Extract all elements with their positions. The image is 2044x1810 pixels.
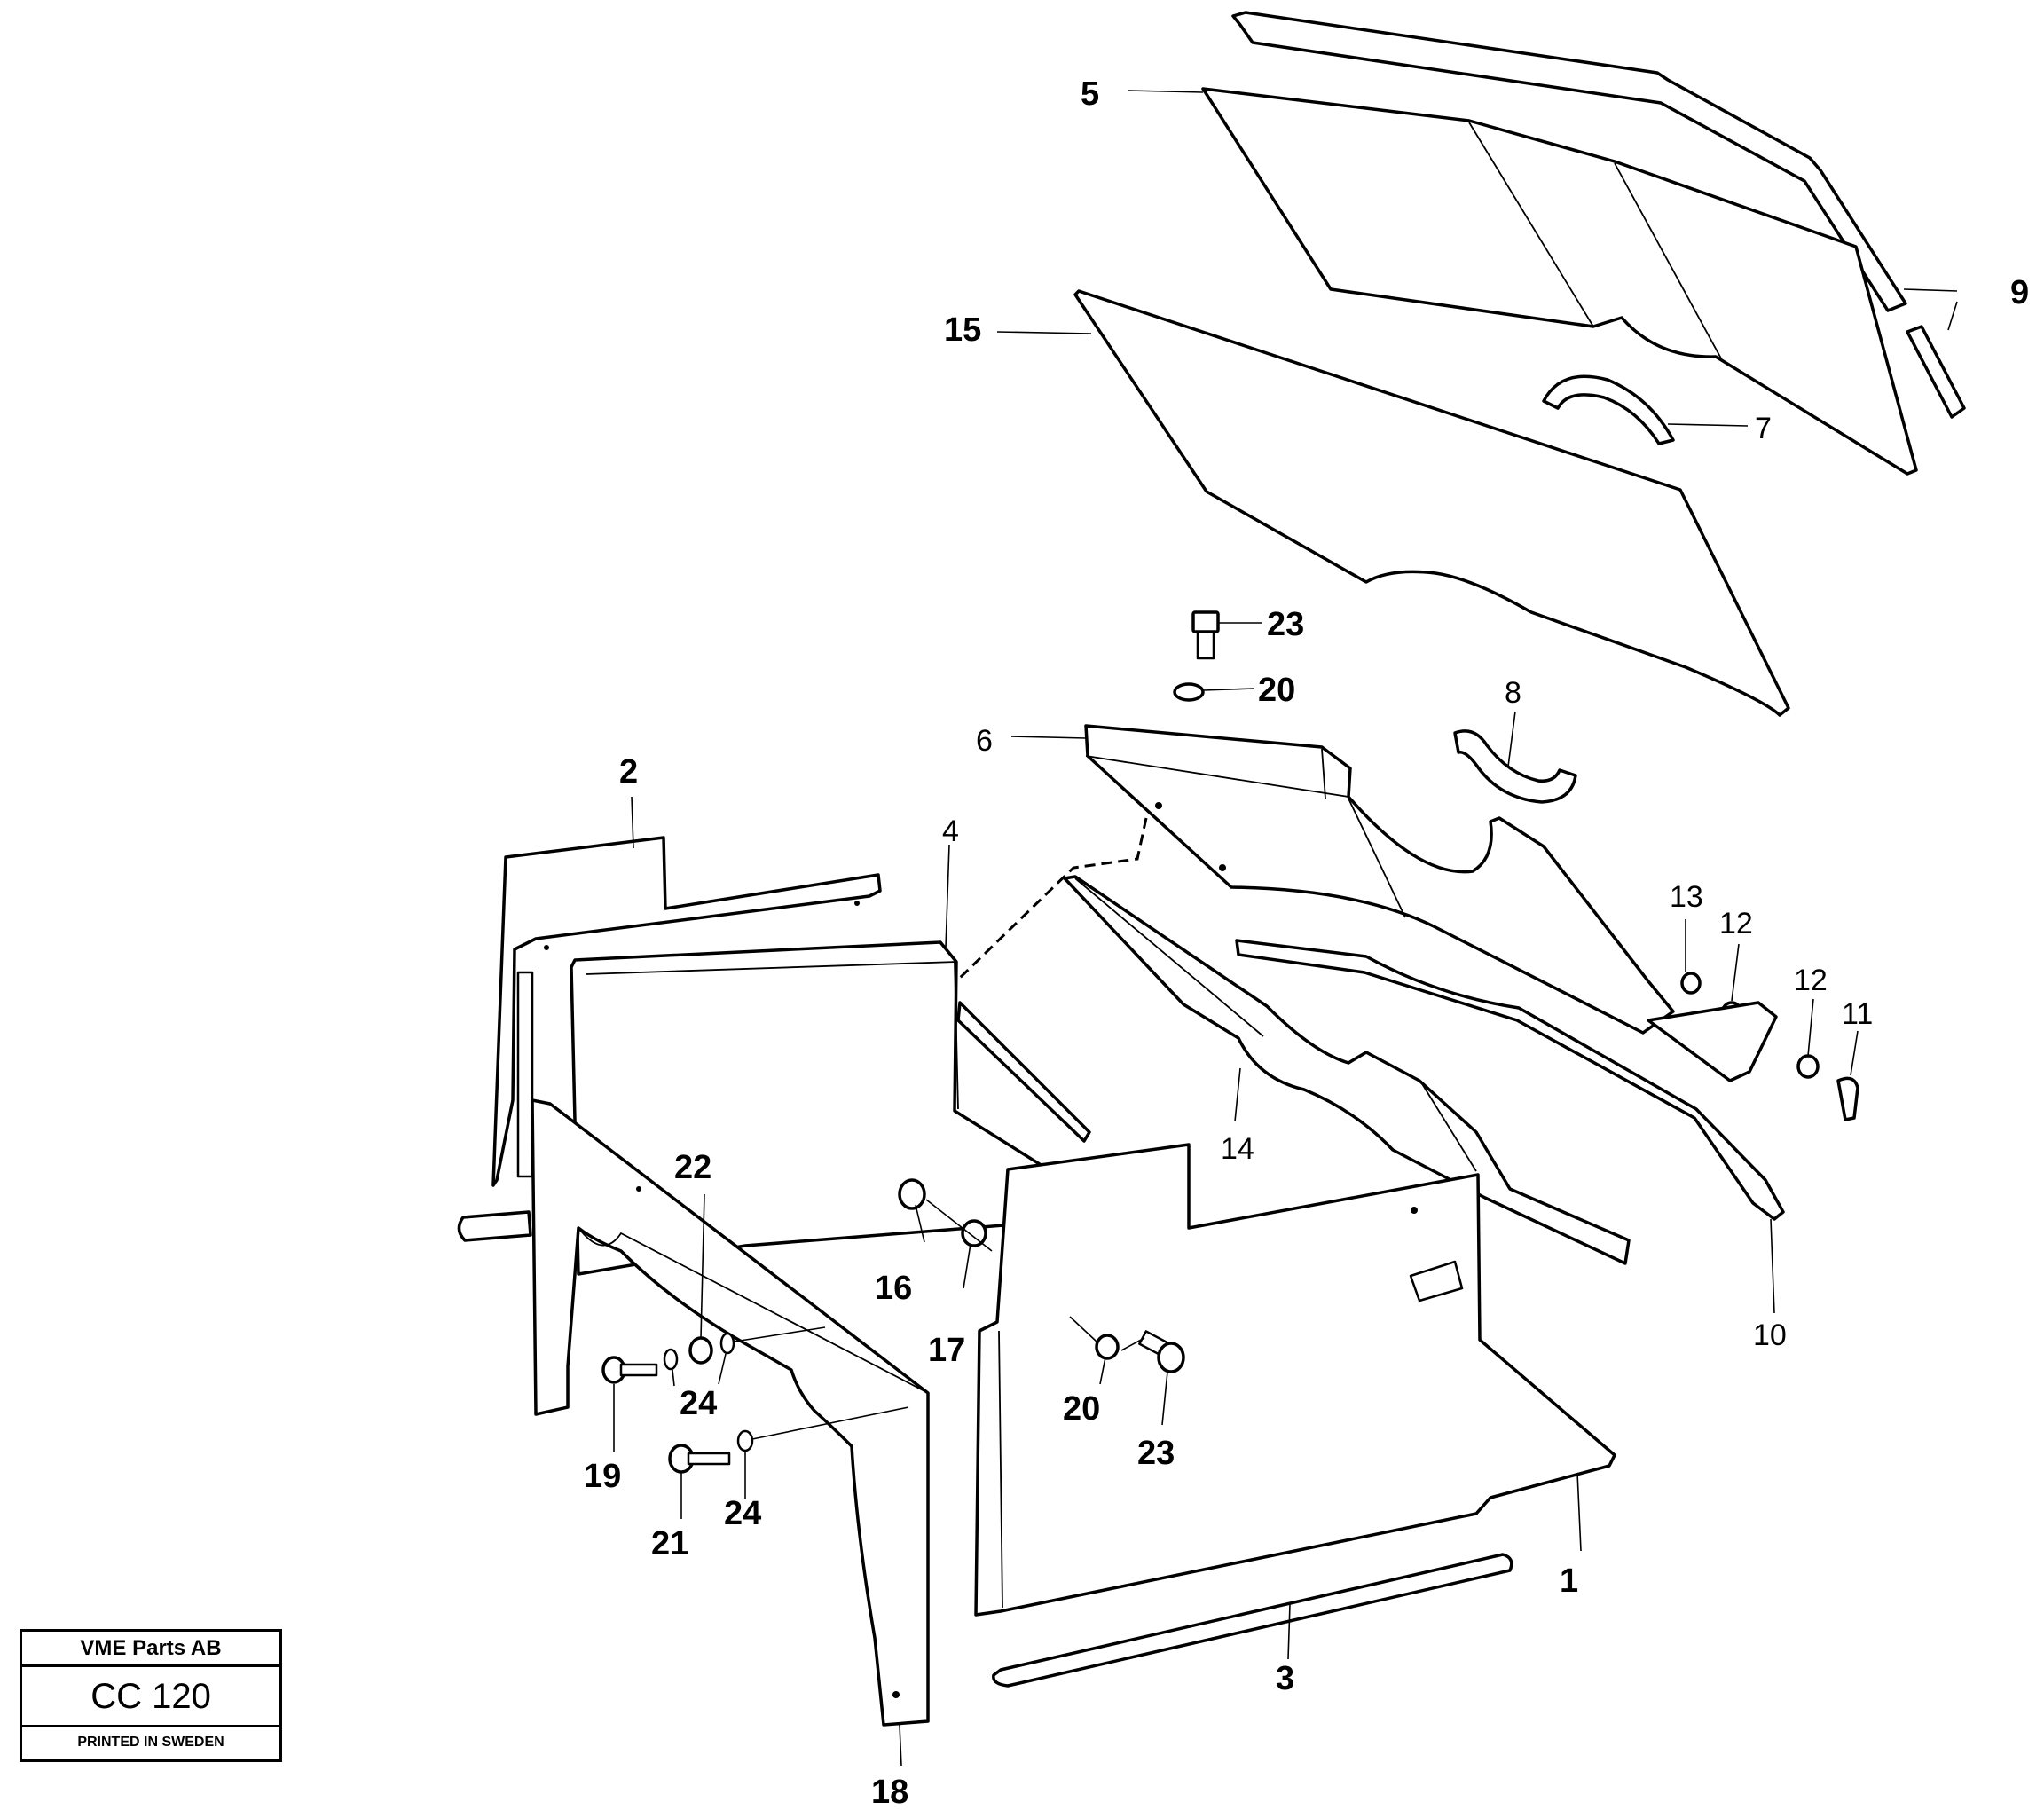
part-15-large-panel [1073, 289, 1790, 717]
callout-24-b: 24 [724, 1495, 761, 1532]
callout-22: 22 [674, 1149, 711, 1186]
part-24-washer-a [663, 1348, 679, 1371]
part-7-curved-strip [1542, 374, 1675, 445]
callout-10: 10 [1753, 1318, 1787, 1352]
part-23-bolt-bottom [1138, 1330, 1185, 1373]
callout-13: 13 [1670, 880, 1703, 914]
stamp-company-name: VME Parts AB [22, 1632, 279, 1667]
callout-20-top: 20 [1258, 672, 1295, 709]
part-10-long-strip [1235, 939, 1785, 1221]
part-20-washer-top [1173, 682, 1205, 702]
callout-18: 18 [871, 1774, 908, 1810]
part-17-washer [961, 1219, 987, 1247]
leader-lines [613, 90, 1958, 1767]
callout-23-top: 23 [1267, 606, 1304, 643]
callout-9: 9 [2010, 274, 2029, 311]
callout-17: 17 [928, 1332, 965, 1369]
part-1-front-right-panel [974, 1143, 1616, 1617]
stamp-printed-note: PRINTED IN SWEDEN [77, 1735, 224, 1750]
part-5-cover-panel [1201, 87, 1918, 476]
callout-7: 7 [1755, 412, 1772, 445]
callout-15: 15 [944, 311, 981, 349]
part-11-wing-nut [1836, 1076, 1859, 1121]
part-2-side-panel [491, 836, 882, 1187]
callout-5: 5 [1081, 75, 1099, 113]
part-20-washer-bottom [1095, 1334, 1120, 1360]
callout-3: 3 [1276, 1660, 1294, 1697]
callout-12-b: 12 [1794, 964, 1828, 997]
callout-16: 16 [875, 1270, 912, 1307]
callout-19: 19 [584, 1458, 621, 1495]
part-21-bolt [668, 1444, 731, 1474]
part-12-washer-b [1796, 1054, 1820, 1079]
callout-21: 21 [651, 1525, 688, 1562]
part-16-nut [898, 1178, 926, 1210]
part-18-front-left-panel [531, 1098, 930, 1727]
part-8-curved-hose [1453, 729, 1577, 804]
callout-labels: 5 9 15 7 23 20 8 6 2 4 13 12 12 11 14 22… [584, 75, 2029, 1810]
part-3-bottom-rod [992, 1553, 1513, 1688]
bracket-right [1647, 1001, 1778, 1082]
callout-8: 8 [1505, 676, 1521, 710]
part-23-bolt-top [1191, 610, 1220, 660]
rod-stub-left [457, 1210, 532, 1242]
assembly-dashed-line [956, 817, 1148, 981]
callout-24-a: 24 [680, 1385, 717, 1422]
part-6-deflector [1084, 724, 1675, 1035]
part-24-washer-b [736, 1429, 754, 1452]
title-block-stamp: VME Parts AB CC 120 PRINTED IN SWEDEN [20, 1629, 282, 1762]
callout-12-a: 12 [1719, 907, 1753, 940]
part-22-spacer [688, 1336, 713, 1365]
stamp-drawing-code: CC 120 [22, 1667, 279, 1727]
callout-11: 11 [1842, 997, 1873, 1031]
part-9-frame-tube [1231, 11, 1966, 419]
part-24-washer-a2 [719, 1332, 735, 1355]
part-13-nut [1680, 972, 1702, 995]
callout-14: 14 [1221, 1132, 1254, 1166]
part-14-lower-deflector [1063, 875, 1631, 1265]
callout-23-bottom: 23 [1137, 1435, 1175, 1472]
callout-20-bottom: 20 [1063, 1390, 1100, 1428]
callout-1: 1 [1560, 1562, 1578, 1600]
part-19-bolt [601, 1356, 658, 1384]
callout-4: 4 [942, 814, 959, 848]
callout-6: 6 [976, 724, 993, 758]
latch-clip [1409, 1260, 1464, 1302]
callout-2: 2 [619, 753, 638, 791]
